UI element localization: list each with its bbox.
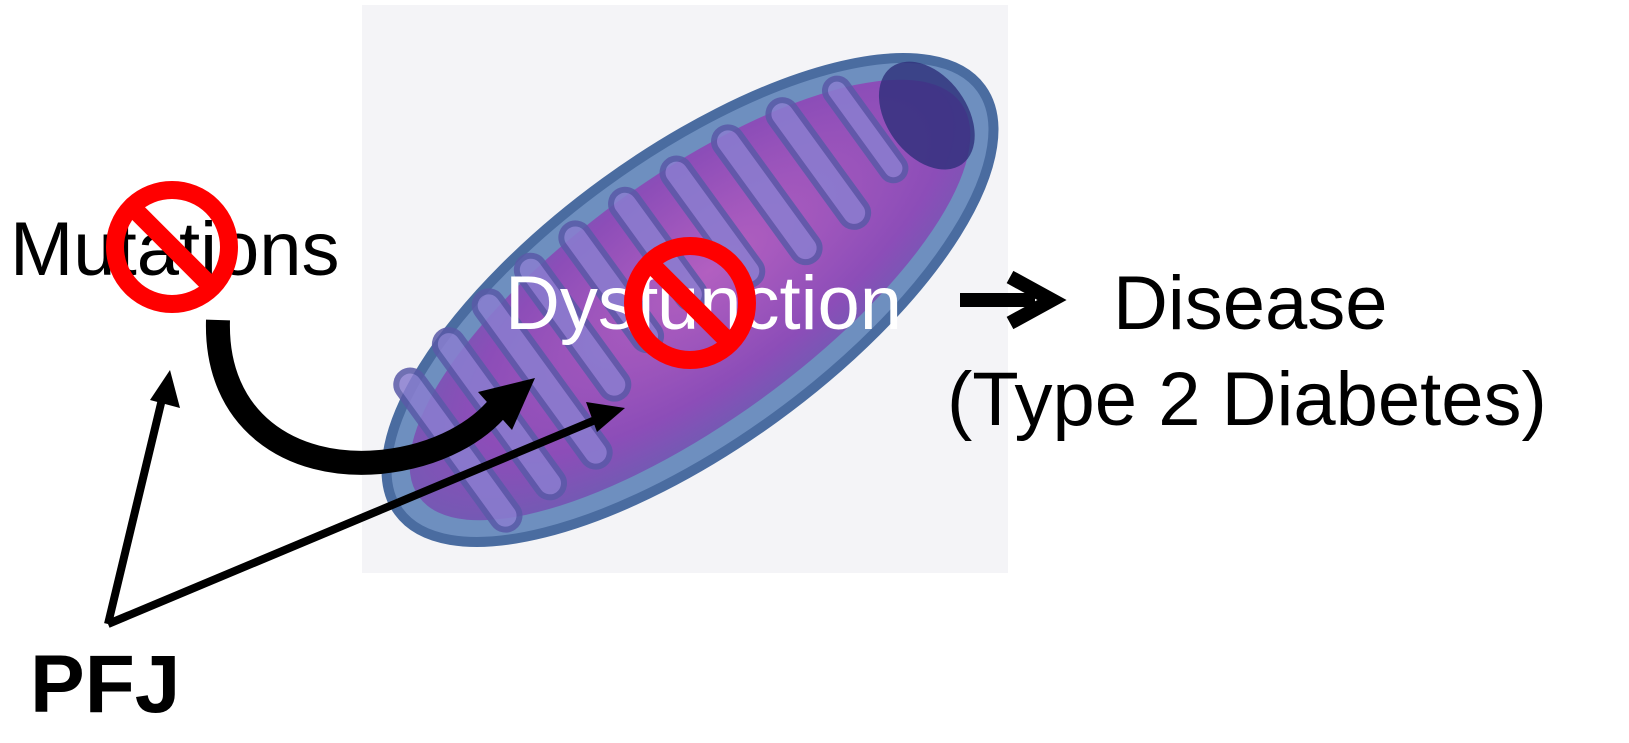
arrow-pfj-to-mutations-head	[150, 370, 180, 408]
disease-detail-label: (Type 2 Diabetes)	[947, 362, 1547, 438]
disease-label: Disease	[1113, 266, 1388, 342]
arrow-pfj-to-mutations	[108, 395, 163, 624]
prohibition-icon	[105, 180, 239, 314]
pfj-label: PFJ	[30, 644, 180, 726]
prohibition-icon	[623, 236, 757, 370]
